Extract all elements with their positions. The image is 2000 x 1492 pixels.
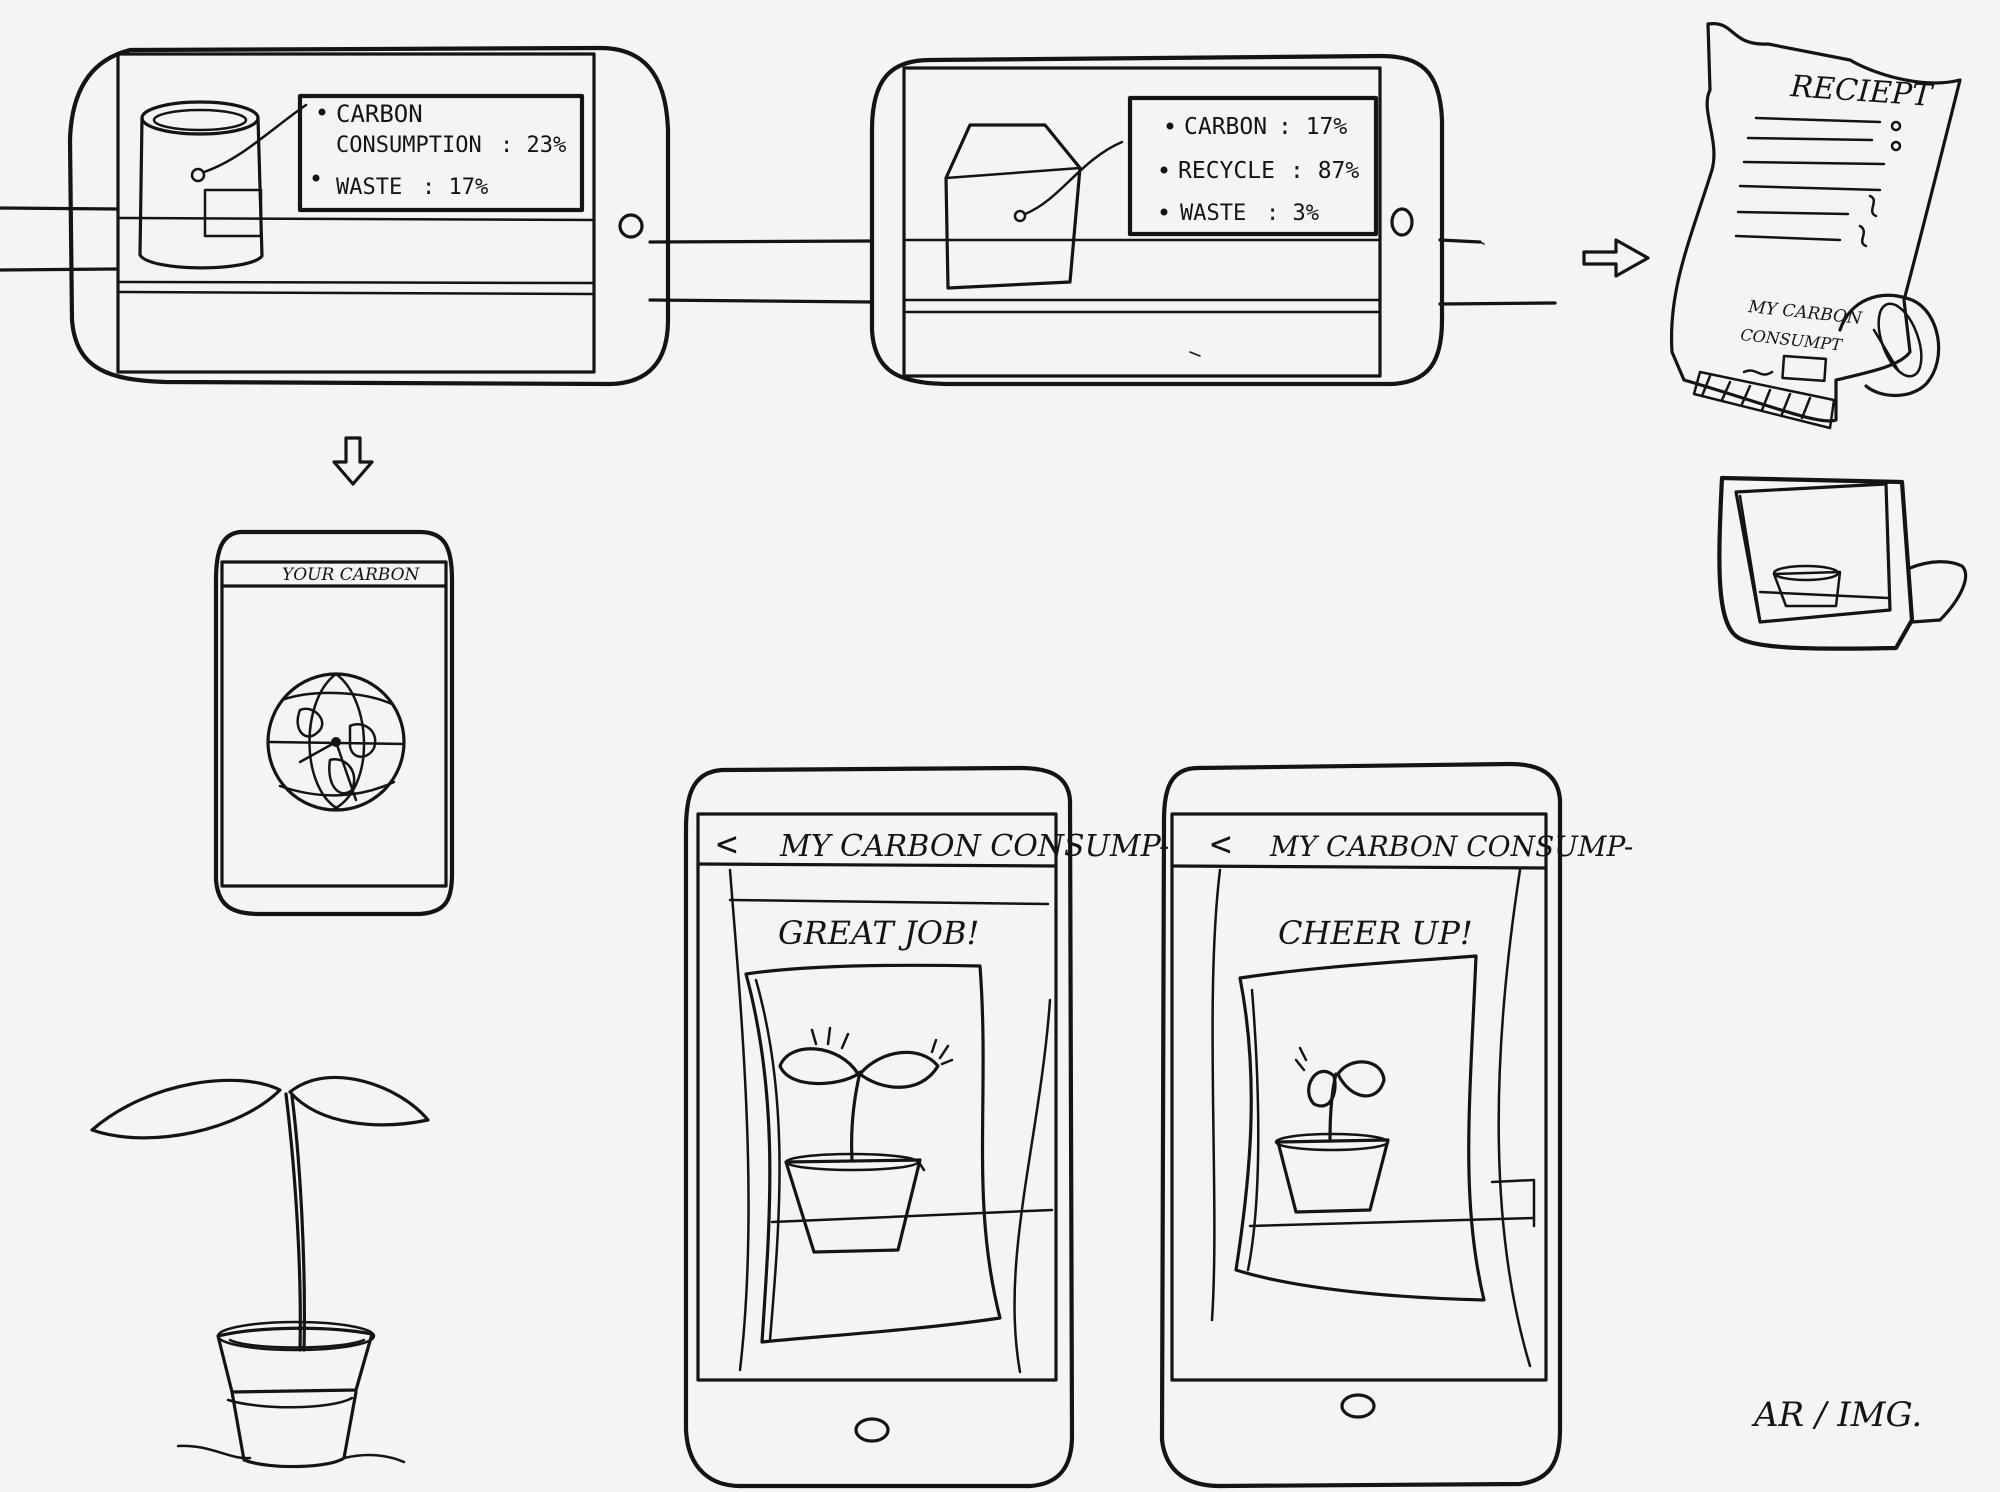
phone-box-scan: CARBON : 17% RECYCLE : 87% WASTE : 3% [869,53,1445,387]
phone-cheer-up: < MY CARBON CONSUMP- CHEER UP! [1159,761,1633,1489]
phone-screen [902,66,1382,378]
phone-great-job: < MY CARBON CONSUMP- GREAT JOB! [683,765,1169,1489]
info-label: CARBON [336,100,423,128]
box-product [944,123,1124,290]
receipt-title: RECIEPT [1788,69,1934,114]
globe-icon [266,672,406,812]
feedback-message: CHEER UP! [1278,914,1473,952]
info-label: RECYCLE [1178,158,1275,184]
info-box [1127,95,1379,237]
back-button[interactable]: < [716,824,738,865]
phone-frame [1159,761,1563,1489]
info-label: WASTE [336,175,402,200]
phone-frame [213,529,455,917]
screen-title: MY CARBON CONSUMP- [1269,830,1633,863]
receipt-paper [1669,22,1962,423]
screen-title: MY CARBON CONSUMP- [779,829,1169,864]
info-value: : 17% [1278,114,1347,140]
cup-on-receipt-screen [1717,475,1968,651]
phone-frame [1717,475,1915,651]
back-button[interactable]: < [1210,824,1232,865]
phone-frame [869,53,1445,387]
phone-frame [67,45,671,387]
phone-frame [683,765,1075,1489]
info-value: : 3% [1266,201,1319,226]
info-value: : 17% [422,175,488,200]
can-product [138,100,308,270]
receipt-line: MY CARBON [1746,297,1863,329]
feedback-message: GREAT JOB! [778,914,979,952]
home-button-icon [1390,207,1414,237]
home-button-icon [618,213,644,239]
info-value: : 23% [500,133,566,158]
receipt-sketch: RECIEPT MY CARBON CONSUMPT [1669,22,1962,430]
home-button-icon [854,1417,890,1443]
phone-screen [220,560,448,888]
globe-header: YOUR CARBON [282,565,421,585]
shelf-lines [0,206,1557,306]
info-value: : 87% [1290,158,1359,184]
info-label: CARBON [1184,114,1267,140]
signature-text: AR / IMG. [1751,1395,1922,1435]
phone-screen [696,812,1058,1382]
info-label: WASTE [1180,201,1246,226]
info-label: CONSUMPTION [336,133,482,158]
phone-can-scan: CARBON CONSUMPTION : 23% WASTE : 17% [67,45,671,387]
phone-screen [1170,812,1548,1382]
arrow-right-icon [1582,238,1650,278]
signature: AR / IMG. [1751,1395,1922,1435]
phone-screen [116,52,596,374]
info-box [297,93,585,213]
arrow-down-icon [332,436,374,486]
receipt-line: CONSUMPT [1740,325,1844,355]
sprout-sketch [90,1076,430,1469]
home-button-icon [1340,1393,1376,1419]
phone-globe: YOUR CARBON [213,529,455,917]
